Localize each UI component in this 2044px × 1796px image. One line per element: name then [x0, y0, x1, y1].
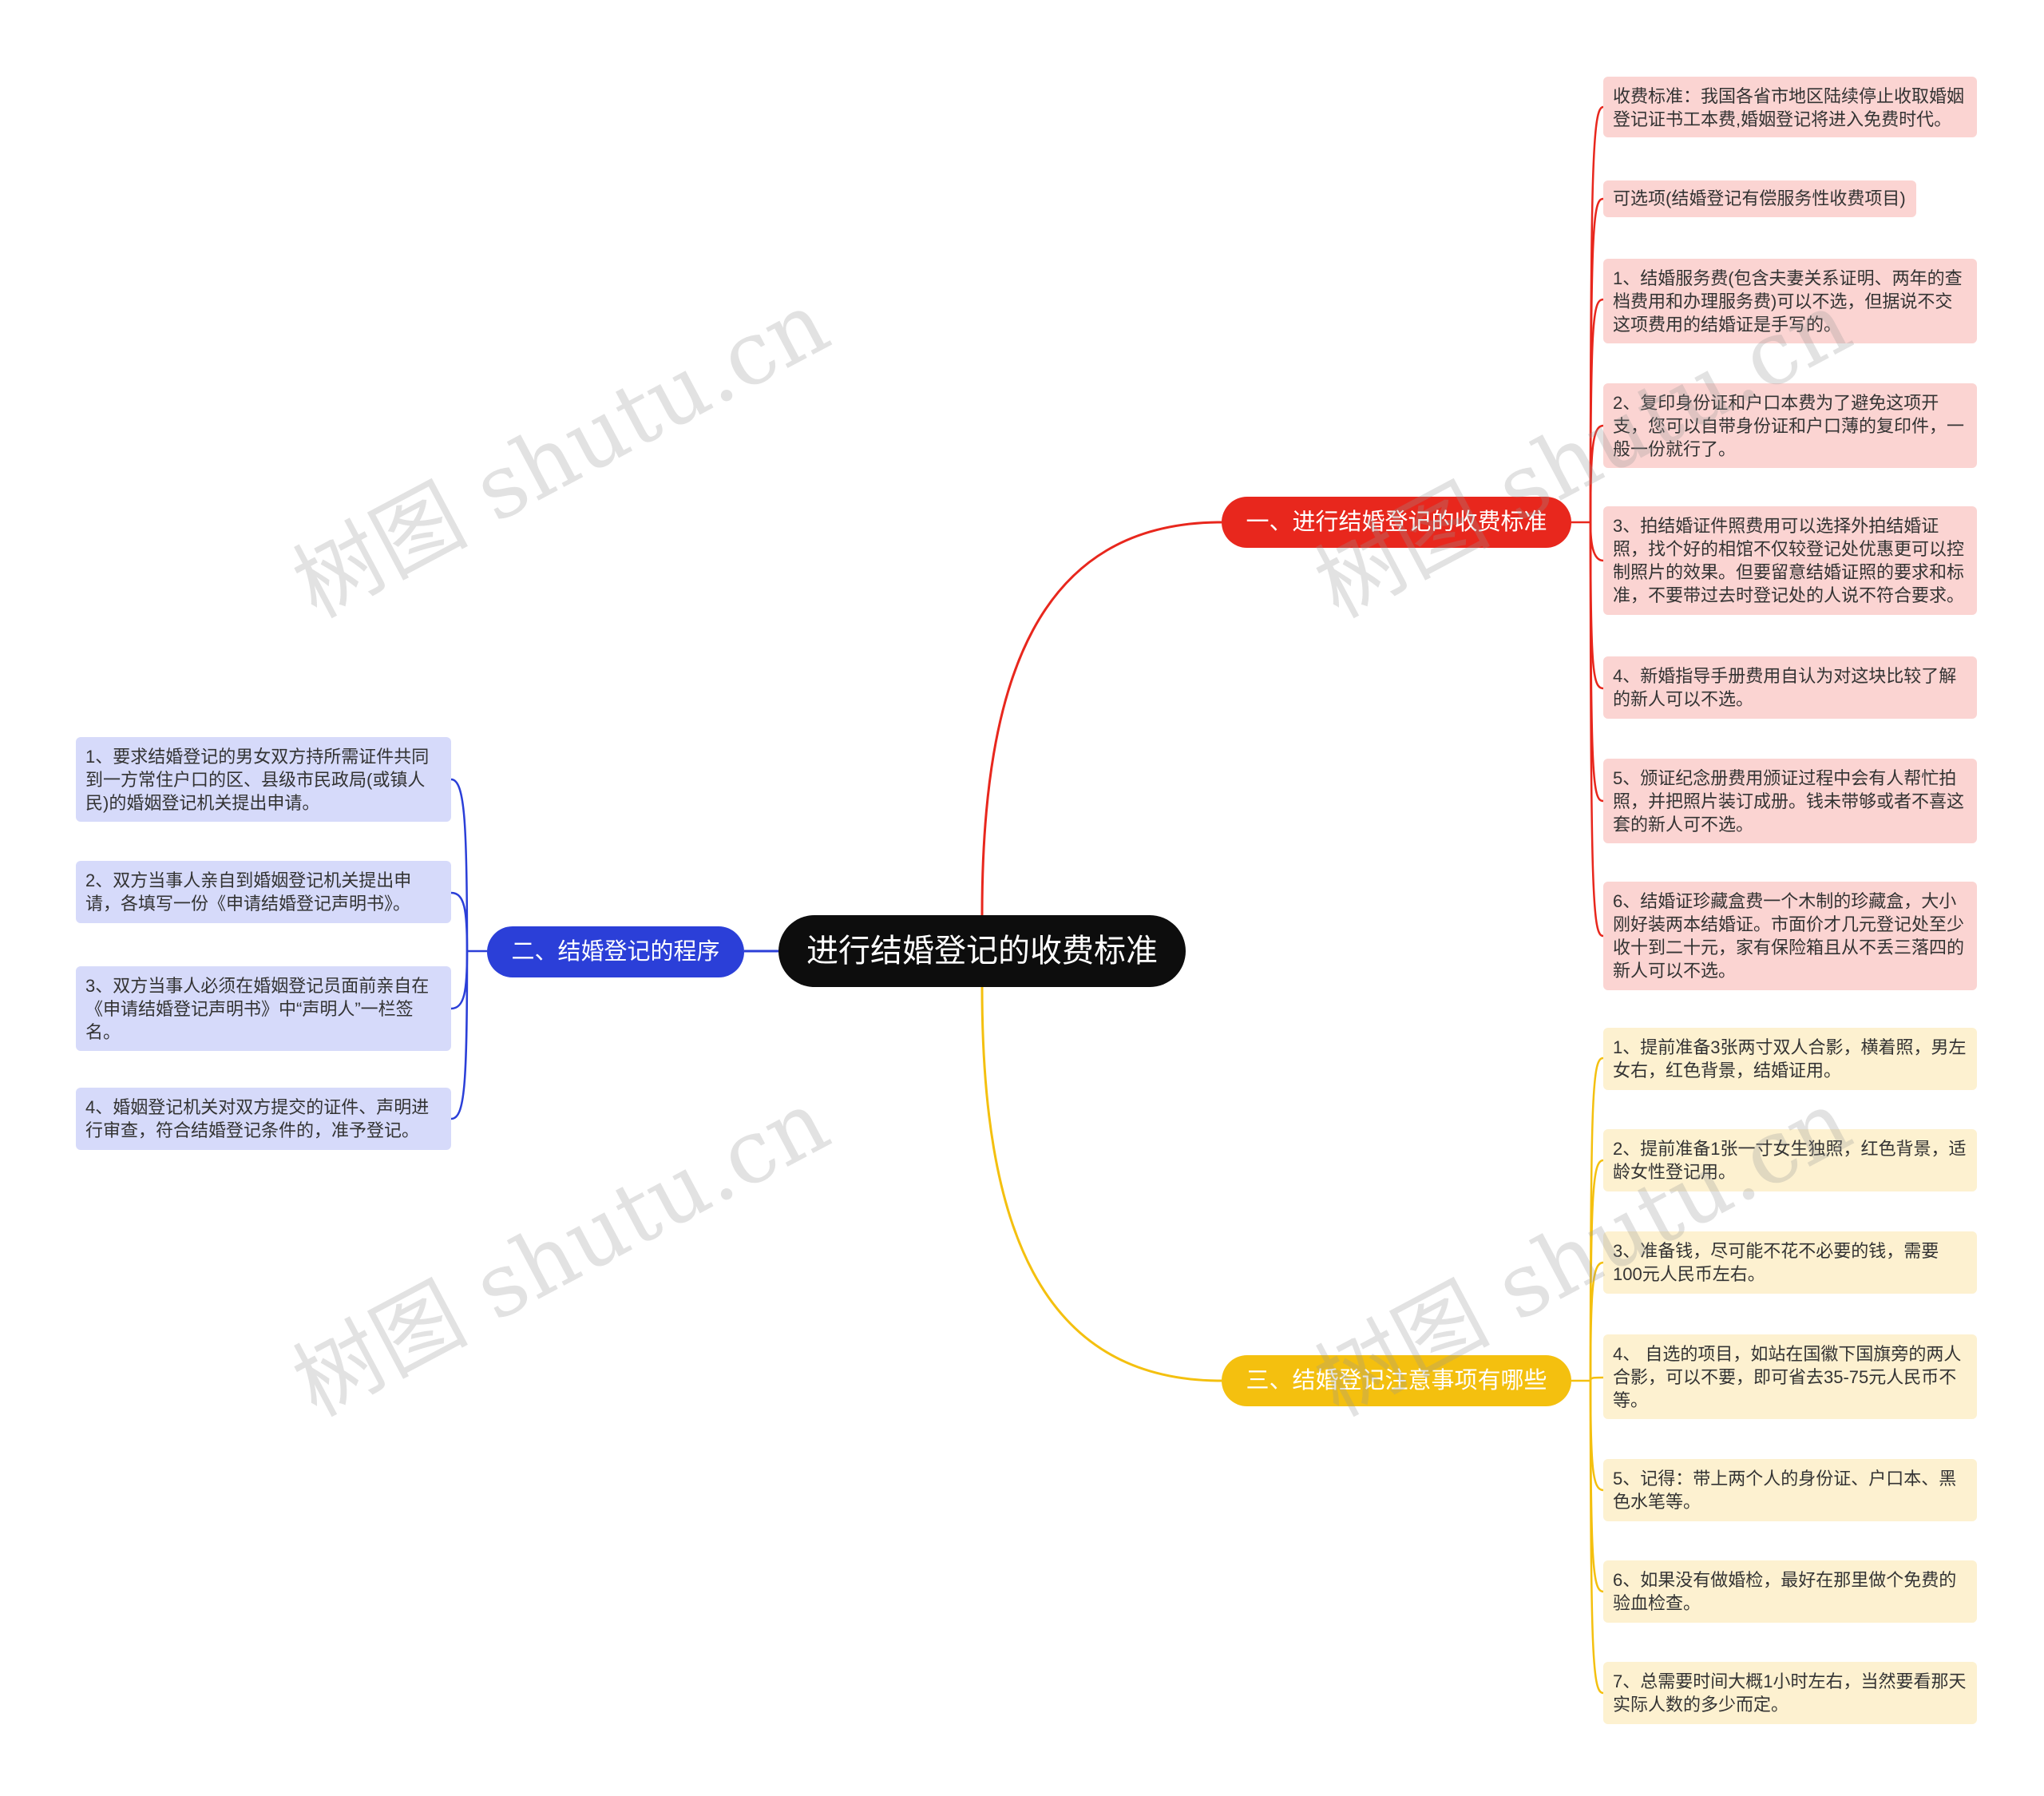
leaf-note-2[interactable]: 2、提前准备1张一寸女生独照，红色背景，适龄女性登记用。 — [1603, 1129, 1977, 1191]
leaf-fee-3[interactable]: 1、结婚服务费(包含夫妻关系证明、两年的查档费用和办理服务费)可以不选，但据说不… — [1603, 259, 1977, 343]
leaf-note-3[interactable]: 3、准备钱，尽可能不花不必要的钱，需要100元人民币左右。 — [1603, 1231, 1977, 1294]
leaf-fee-4[interactable]: 2、复印身份证和户口本费为了避免这项开支，您可以自带身份证和户口薄的复印件，一般… — [1603, 383, 1977, 468]
leaf-procedure-3[interactable]: 3、双方当事人必须在婚姻登记员面前亲自在《申请结婚登记声明书》中“声明人”一栏签… — [76, 966, 451, 1051]
leaf-fee-8[interactable]: 6、结婚证珍藏盒费一个木制的珍藏盒，大小刚好装两本结婚证。市面价才几元登记处至少… — [1603, 882, 1977, 990]
leaf-fee-1[interactable]: 收费标准：我国各省市地区陆续停止收取婚姻登记证书工本费,婚姻登记将进入免费时代。 — [1603, 77, 1977, 137]
leaf-note-7[interactable]: 7、总需要时间大概1小时左右，当然要看那天实际人数的多少而定。 — [1603, 1662, 1977, 1724]
leaf-fee-2[interactable]: 可选项(结婚登记有偿服务性收费项目) — [1603, 180, 1916, 217]
leaf-fee-6[interactable]: 4、新婚指导手册费用自认为对这块比较了解的新人可以不选。 — [1603, 656, 1977, 719]
root-topic[interactable]: 进行结婚登记的收费标准 — [778, 915, 1186, 987]
leaf-procedure-2[interactable]: 2、双方当事人亲自到婚姻登记机关提出申请，各填写一份《申请结婚登记声明书》。 — [76, 861, 451, 923]
leaf-note-4[interactable]: 4、 自选的项目，如站在国徽下国旗旁的两人合影，可以不要，即可省去35-75元人… — [1603, 1334, 1977, 1419]
leaf-fee-5[interactable]: 3、拍结婚证件照费用可以选择外拍结婚证照，找个好的相馆不仅较登记处优惠更可以控制… — [1603, 506, 1977, 615]
leaf-note-6[interactable]: 6、如果没有做婚检，最好在那里做个免费的验血检查。 — [1603, 1560, 1977, 1623]
leaf-fee-7[interactable]: 5、颁证纪念册费用颁证过程中会有人帮忙拍照，并把照片装订成册。钱未带够或者不喜这… — [1603, 759, 1977, 843]
leaf-note-1[interactable]: 1、提前准备3张两寸双人合影，横着照，男左女右，红色背景，结婚证用。 — [1603, 1028, 1977, 1090]
leaf-procedure-1[interactable]: 1、要求结婚登记的男女双方持所需证件共同到一方常住户口的区、县级市民政局(或镇人… — [76, 737, 451, 822]
leaf-note-5[interactable]: 5、记得：带上两个人的身份证、户口本、黑色水笔等。 — [1603, 1459, 1977, 1521]
link-root-branch3 — [980, 986, 1222, 1382]
leaf-procedure-4[interactable]: 4、婚姻登记机关对双方提交的证件、声明进行审查，符合结婚登记条件的，准予登记。 — [76, 1088, 451, 1150]
branch-registration-notes[interactable]: 三、结婚登记注意事项有哪些 — [1222, 1355, 1571, 1406]
link-root-branch1 — [980, 521, 1222, 916]
branch-fee-standard[interactable]: 一、进行结婚登记的收费标准 — [1222, 497, 1571, 548]
branch-registration-procedure[interactable]: 二、结婚登记的程序 — [487, 926, 744, 977]
